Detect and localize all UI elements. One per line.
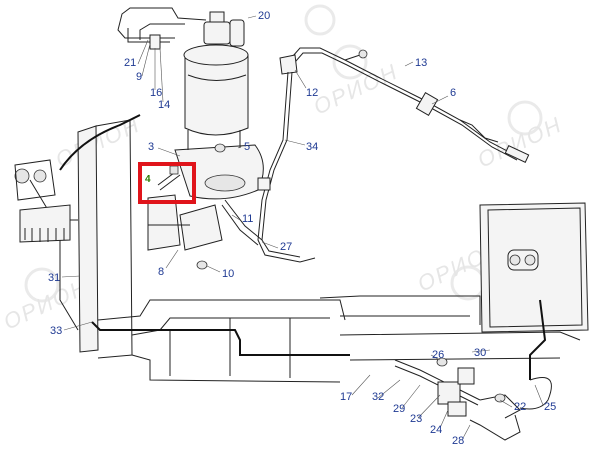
callout-24[interactable]: 24 <box>430 424 442 436</box>
callout-31[interactable]: 31 <box>48 272 60 284</box>
callouts: 20 21 9 16 14 13 12 6 3 5 34 11 27 8 10 … <box>48 10 556 447</box>
watermark-gear-icon <box>332 44 368 80</box>
pipe-vertical <box>221 71 316 263</box>
callout-25[interactable]: 25 <box>544 401 556 413</box>
callout-22[interactable]: 22 <box>514 401 526 413</box>
callout-23[interactable]: 23 <box>410 413 422 425</box>
callout-12[interactable]: 12 <box>306 87 318 99</box>
callout-27[interactable]: 27 <box>280 241 292 253</box>
callout-5[interactable]: 5 <box>244 141 250 153</box>
bolt-part-4 <box>157 165 181 191</box>
filter-canister <box>117 7 249 136</box>
mount-bracket <box>147 130 264 270</box>
callout-20[interactable]: 20 <box>258 10 270 22</box>
watermark-gear-icon <box>507 100 543 136</box>
fuel-tank <box>479 202 589 380</box>
watermark-text: ОРИОН <box>0 274 92 335</box>
callout-10[interactable]: 10 <box>222 268 234 280</box>
callout-8[interactable]: 8 <box>158 266 164 278</box>
callout-33[interactable]: 33 <box>50 325 62 337</box>
watermark-text: ОРИОН <box>474 112 567 173</box>
valve-assembly <box>394 357 552 441</box>
callout-4: 4 <box>145 174 151 185</box>
callout-13[interactable]: 13 <box>415 57 427 69</box>
watermark-text: ОРИОН <box>310 59 403 120</box>
callout-9[interactable]: 9 <box>136 71 142 83</box>
watermark-gear-icon <box>24 267 60 303</box>
leader-lines <box>61 15 544 441</box>
callout-34[interactable]: 34 <box>306 141 318 153</box>
callout-17[interactable]: 17 <box>340 391 352 403</box>
callout-32[interactable]: 32 <box>372 391 384 403</box>
frame-left <box>14 114 141 359</box>
callout-28[interactable]: 28 <box>452 435 464 447</box>
highlight-box[interactable] <box>138 162 196 204</box>
callout-21[interactable]: 21 <box>124 57 136 69</box>
callout-14[interactable]: 14 <box>158 99 170 111</box>
pipe-assembly-top <box>279 47 530 163</box>
callout-6[interactable]: 6 <box>450 87 456 99</box>
frame-lower <box>91 295 581 383</box>
callout-3[interactable]: 3 <box>148 141 154 153</box>
callout-26[interactable]: 26 <box>432 349 444 361</box>
callout-16[interactable]: 16 <box>150 87 162 99</box>
watermark-gear-icon <box>304 4 336 36</box>
callout-30[interactable]: 30 <box>474 347 486 359</box>
callout-11[interactable]: 11 <box>242 213 253 225</box>
callout-29[interactable]: 29 <box>393 403 405 415</box>
